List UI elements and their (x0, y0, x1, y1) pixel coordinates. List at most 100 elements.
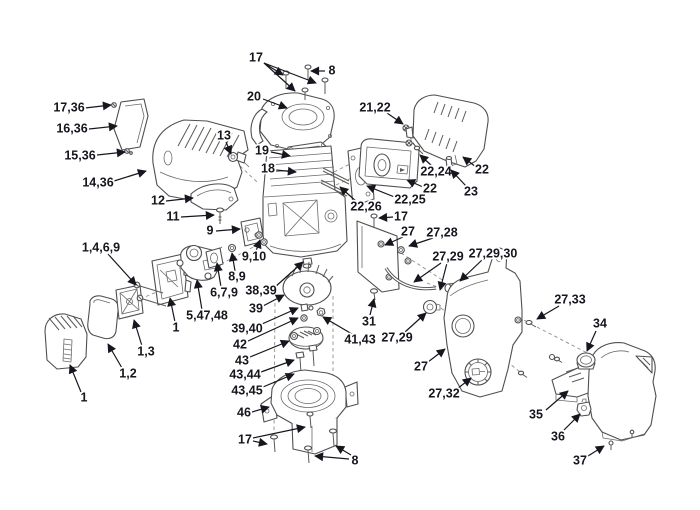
screw-17-36 (111, 102, 117, 108)
muffler-cover-22 (405, 94, 489, 168)
callout-label-1-21: 1 (81, 390, 88, 404)
callout-arrow-8 (335, 445, 352, 456)
callout-label-11-11: 11 (166, 209, 179, 223)
callout-arrow-8-9 (228, 252, 238, 272)
carb-cover-12 (190, 183, 239, 211)
callout-arrow-1-3 (132, 319, 143, 347)
callout-arrow-22-26 (339, 186, 358, 203)
callout-label-34-50: 34 (593, 316, 607, 330)
tank-screws-27-33 (514, 316, 563, 378)
screw-17-c (301, 87, 309, 100)
callout-arrow-22 (406, 179, 424, 188)
callout-arrow-8 (314, 452, 350, 462)
muffler-22 (358, 138, 420, 189)
callout-arrow-17 (252, 424, 306, 439)
callout-arrow-27-32 (456, 377, 472, 390)
callout-label-14-36-9: 14,36 (82, 175, 113, 189)
callout-arrow-31 (367, 298, 377, 316)
grommet-27-29 (422, 299, 441, 315)
pawl-kit-39-40 (300, 303, 314, 312)
callout-label-27-33-49: 27,33 (554, 292, 585, 306)
callout-arrow-17 (378, 212, 394, 222)
callout-arrow-1-4-6-9 (107, 253, 137, 286)
callout-arrow-34 (586, 330, 597, 352)
callout-label-6-7-9-16: 6,7,9 (210, 285, 238, 299)
rear-cover-35 (587, 342, 657, 442)
callout-arrow-18 (275, 166, 297, 176)
washer-8-9 (227, 243, 237, 253)
callout-arrow-46 (251, 404, 270, 414)
callout-label-1-3-19: 1,3 (137, 344, 154, 358)
callout-label-9-12: 9 (207, 223, 214, 237)
primer-bulb-34 (576, 352, 596, 370)
callout-arrow-43-45 (262, 372, 295, 388)
callout-arrow-17 (252, 437, 268, 447)
callout-arrow-22 (462, 156, 477, 168)
callout-arrow-27-29-30 (459, 259, 483, 282)
base-screws-17-8 (269, 428, 338, 464)
callout-arrow-1 (167, 297, 177, 323)
callout-label-38-39-22: 38,39 (245, 283, 276, 297)
callout-arrow-27 (427, 348, 446, 363)
callout-arrow-41-43 (322, 316, 353, 335)
filter-screen-1-3 (115, 284, 144, 320)
callout-label-27-32-48: 27,32 (428, 386, 459, 400)
screw-8-top (304, 64, 312, 80)
callout-arrow-21-22 (386, 112, 404, 125)
callout-arrow-17 (263, 62, 296, 92)
callout-arrow-23 (450, 169, 467, 187)
clutch-43 (288, 326, 324, 350)
screw-15-36 (124, 148, 133, 155)
callout-arrow-17-36 (84, 101, 112, 111)
bolt-22-24 (413, 145, 424, 155)
callout-label-1-18: 1 (173, 320, 180, 334)
washer-42 (300, 314, 308, 322)
callout-arrow-43-44 (260, 358, 295, 373)
callout-arrow-43 (249, 339, 290, 358)
callout-arrow-9-10 (253, 239, 262, 252)
callout-arrow-27-29 (404, 312, 427, 333)
callout-arrow-1 (68, 364, 82, 393)
fuel-line-27-29 (384, 267, 437, 291)
callout-arrow-37 (587, 445, 605, 457)
callout-label-17-0: 17 (249, 50, 263, 64)
callout-arrow-14-36 (113, 169, 147, 182)
cylinder-shroud-20 (250, 92, 335, 151)
callout-layer: 1782013191817,3616,3615,3614,36121191,4,… (52, 49, 609, 470)
screw-17-a (282, 70, 290, 89)
callout-arrow-39-40 (261, 307, 299, 325)
callout-arrow-6-7-9 (213, 262, 223, 288)
callout-arrow-12 (165, 194, 194, 204)
callout-arrow-5-47-48 (193, 279, 203, 311)
callout-label-8-1: 8 (329, 63, 336, 77)
callout-arrow-17 (263, 62, 284, 76)
callout-label-16-36-7: 16,36 (56, 121, 87, 135)
callout-arrow-17 (263, 62, 317, 85)
callout-arrow-11 (180, 210, 215, 220)
callout-label-1-2-20: 1,2 (119, 366, 136, 380)
bolt-17-right (370, 213, 378, 227)
callout-label-21-22-32: 21,22 (359, 100, 390, 114)
bolt-31 (369, 288, 379, 301)
washers-9-10 (255, 231, 268, 246)
callout-label-27-47: 27 (414, 359, 428, 373)
engine-block (262, 145, 348, 258)
callout-label-15-36-8: 15,36 (64, 148, 95, 162)
callout-label-22-24-33: 22,24 (420, 164, 451, 178)
screw-17-b (321, 77, 329, 94)
callout-arrow-9 (215, 225, 241, 235)
callout-arrow-27-29 (437, 262, 448, 291)
callout-arrow-35 (545, 390, 569, 411)
rear-panel-16-36 (113, 98, 149, 151)
callout-label-43-44-27: 43,44 (229, 367, 260, 381)
callout-label-22-36: 22 (423, 181, 437, 195)
callout-label-8-31: 8 (352, 453, 359, 467)
callout-label-22-26-38: 22,26 (350, 199, 381, 213)
callout-arrow-22-25 (366, 184, 398, 199)
callout-arrow-38-39 (274, 261, 304, 288)
callout-arrow-36 (563, 413, 581, 431)
callout-label-23-35: 23 (464, 184, 478, 198)
callout-label-39-23: 39 (249, 301, 263, 315)
callout-arrow-39 (262, 294, 285, 307)
